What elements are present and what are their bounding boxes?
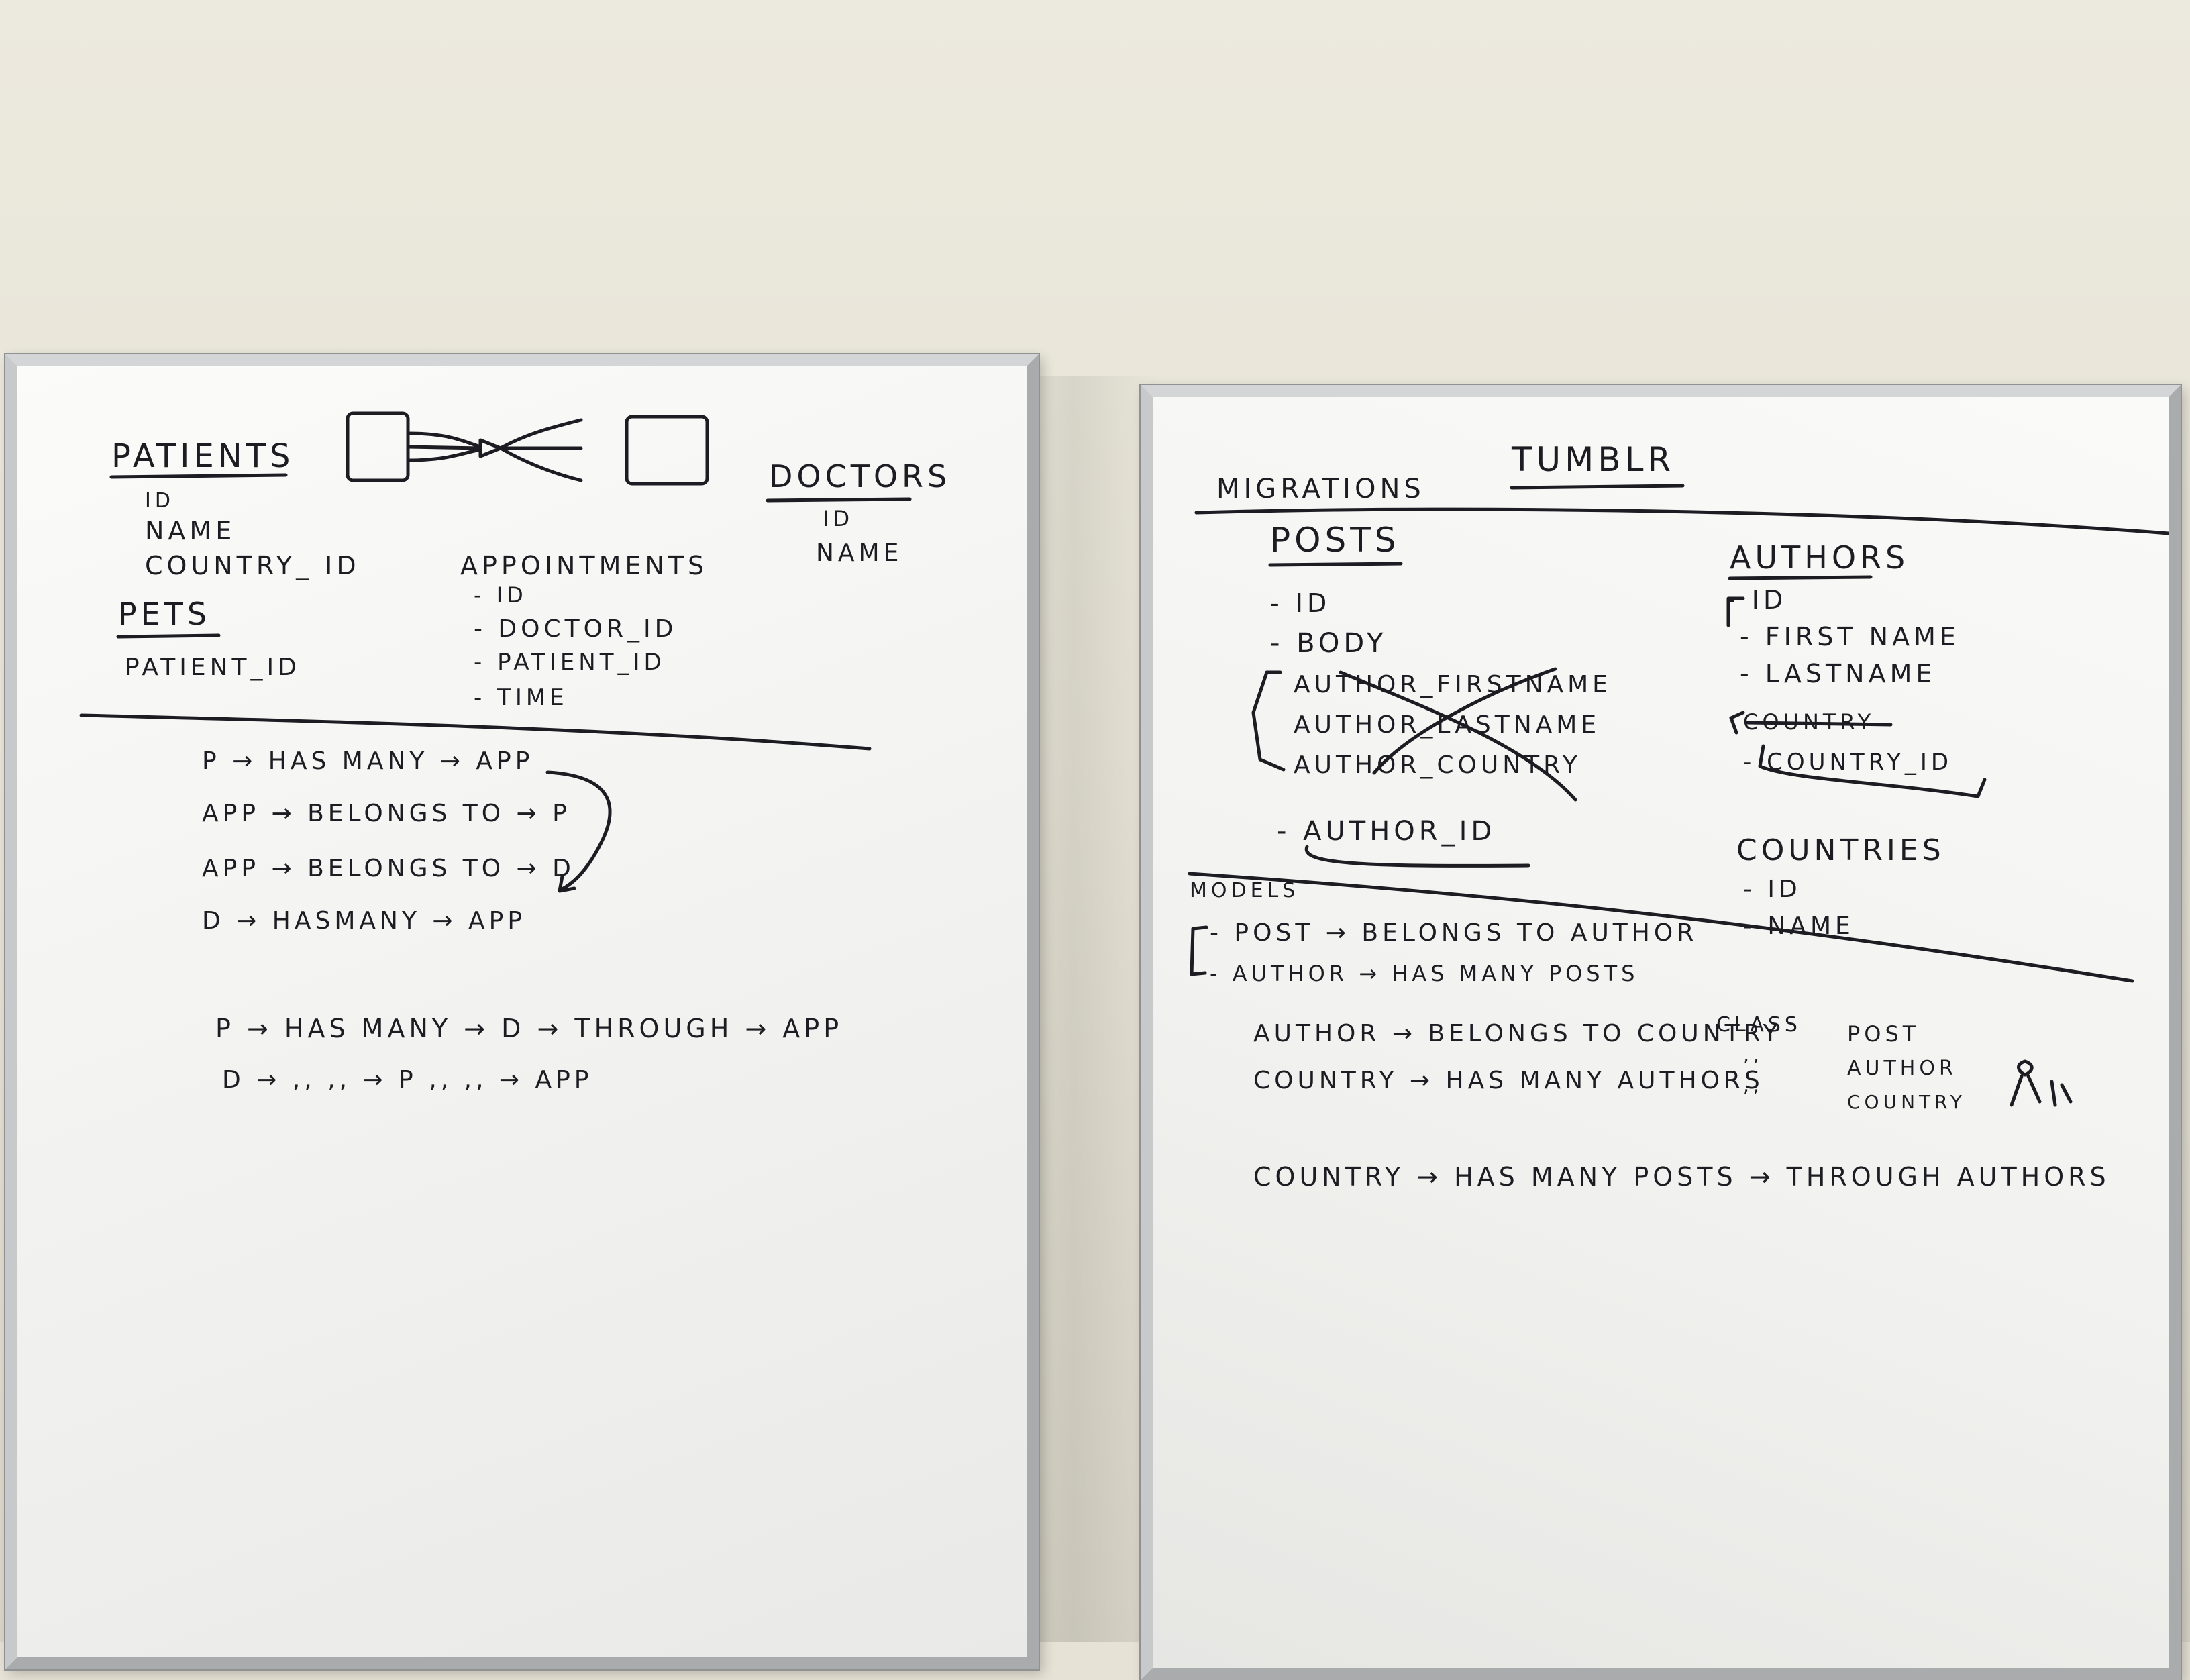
right-whiteboard: TUMBLR MIGRATIONS POSTS - ID - BODY AUTH… — [1141, 385, 2181, 1680]
pets-title: PETS — [118, 596, 211, 632]
appointments-field: - TIME — [474, 684, 568, 711]
posts-field: - ID — [1270, 588, 1331, 618]
patients-field: COUNTRY_ ID — [145, 551, 360, 580]
stick-figure-doodle-icon — [2010, 1059, 2073, 1107]
er-crowsfoot-right — [499, 418, 583, 482]
doctors-field: NAME — [816, 539, 902, 567]
appointments-field: - PATIENT_ID — [474, 649, 666, 676]
divider-line — [79, 713, 872, 751]
pets-underline — [116, 633, 221, 639]
appointments-field: - ID — [474, 582, 527, 608]
models-label: MODELS — [1190, 879, 1299, 902]
countries-field: - ID — [1743, 876, 1802, 903]
posts-new-field: - AUTHOR_ID — [1277, 816, 1496, 847]
posts-crossed-field: AUTHOR_LASTNAME — [1294, 711, 1600, 739]
crossed-fields-bracket — [1251, 670, 1286, 772]
models-divider — [1188, 872, 2134, 983]
relation-line: P → HAS MANY → APP — [202, 747, 533, 775]
authors-id-bracket — [1726, 596, 1745, 627]
patients-underline — [109, 473, 288, 479]
model-relation: - AUTHOR → HAS MANY POSTS — [1210, 961, 1638, 986]
posts-field: - BODY — [1270, 628, 1387, 659]
class-label: CLASS — [1716, 1013, 1802, 1037]
model-relation: COUNTRY → HAS MANY POSTS → THROUGH AUTHO… — [1253, 1162, 2110, 1192]
er-box-left — [346, 411, 410, 482]
through-line: P → HAS MANY → D → THROUGH → APP — [215, 1014, 843, 1043]
pets-field: PATIENT_ID — [125, 653, 301, 681]
right-whiteboard-drawing: TUMBLR MIGRATIONS POSTS - ID - BODY AUTH… — [1188, 440, 2169, 1192]
models-bracket — [1190, 925, 1208, 976]
migrations-line — [1194, 507, 2169, 535]
cross-out-stroke — [1372, 667, 1557, 775]
posts-crossed-field: AUTHOR_FIRSTNAME — [1294, 671, 1612, 698]
cross-out-stroke — [1744, 721, 1893, 727]
relation-bracket-arrow — [545, 770, 612, 893]
doctors-field: ID — [823, 506, 853, 531]
er-box-right — [625, 415, 709, 486]
appointments-field: - DOCTOR_ID — [474, 615, 677, 643]
authors-field: - LASTNAME — [1740, 659, 1936, 688]
relation-line: APP → BELONGS TO → D — [202, 855, 575, 882]
authors-new-field-bracket — [1758, 744, 1987, 798]
authors-arrow — [1729, 711, 1745, 735]
through-line: D → ,, ,, → P ,, ,, → APP — [222, 1066, 593, 1094]
er-crowsfoot-left — [406, 431, 482, 462]
er-diamond — [478, 438, 503, 458]
model-relation: - POST → BELONGS TO AUTHOR — [1210, 919, 1698, 947]
model-relation: AUTHOR → BELONGS TO COUNTRY — [1253, 1020, 1781, 1047]
left-whiteboard-drawing: PATIENTS ID NAME COUNTRY_ ID DOCTORS ID … — [79, 411, 951, 1094]
authors-underline — [1728, 575, 1873, 580]
board-title: TUMBLR — [1511, 440, 1675, 479]
left-whiteboard: PATIENTS ID NAME COUNTRY_ ID DOCTORS ID … — [5, 354, 1039, 1669]
class-ditto: ,, — [1743, 1044, 1763, 1066]
appointments-title: APPOINTMENTS — [460, 551, 708, 580]
cross-out-stroke — [1339, 670, 1577, 802]
patients-field: ID — [145, 489, 174, 513]
patients-title: PATIENTS — [111, 437, 294, 475]
class-name: POST — [1847, 1021, 1920, 1047]
title-underline — [1510, 484, 1685, 490]
migrations-label: MIGRATIONS — [1216, 474, 1425, 505]
relation-line: APP → BELONGS TO → P — [202, 800, 571, 827]
model-relation: COUNTRY → HAS MANY AUTHORS — [1253, 1067, 1764, 1094]
posts-underline — [1268, 562, 1403, 567]
authors-field: - FIRST NAME — [1740, 622, 1960, 651]
posts-crossed-field: AUTHOR_COUNTRY — [1294, 751, 1581, 779]
class-ditto: ,, — [1743, 1074, 1763, 1096]
authors-title: AUTHORS — [1730, 539, 1909, 576]
doctors-underline — [766, 497, 912, 503]
relation-line: D → HASMANY → APP — [202, 907, 526, 935]
whiteboard-surface — [1153, 397, 2169, 1668]
class-name: COUNTRY — [1847, 1091, 1966, 1113]
new-field-bracket — [1304, 845, 1530, 868]
posts-title: POSTS — [1270, 521, 1400, 560]
patients-field: NAME — [145, 516, 236, 545]
countries-title: COUNTRIES — [1736, 833, 1945, 868]
class-name: AUTHOR — [1847, 1057, 1957, 1080]
whiteboard-surface — [17, 366, 1027, 1657]
doctors-title: DOCTORS — [769, 458, 951, 494]
